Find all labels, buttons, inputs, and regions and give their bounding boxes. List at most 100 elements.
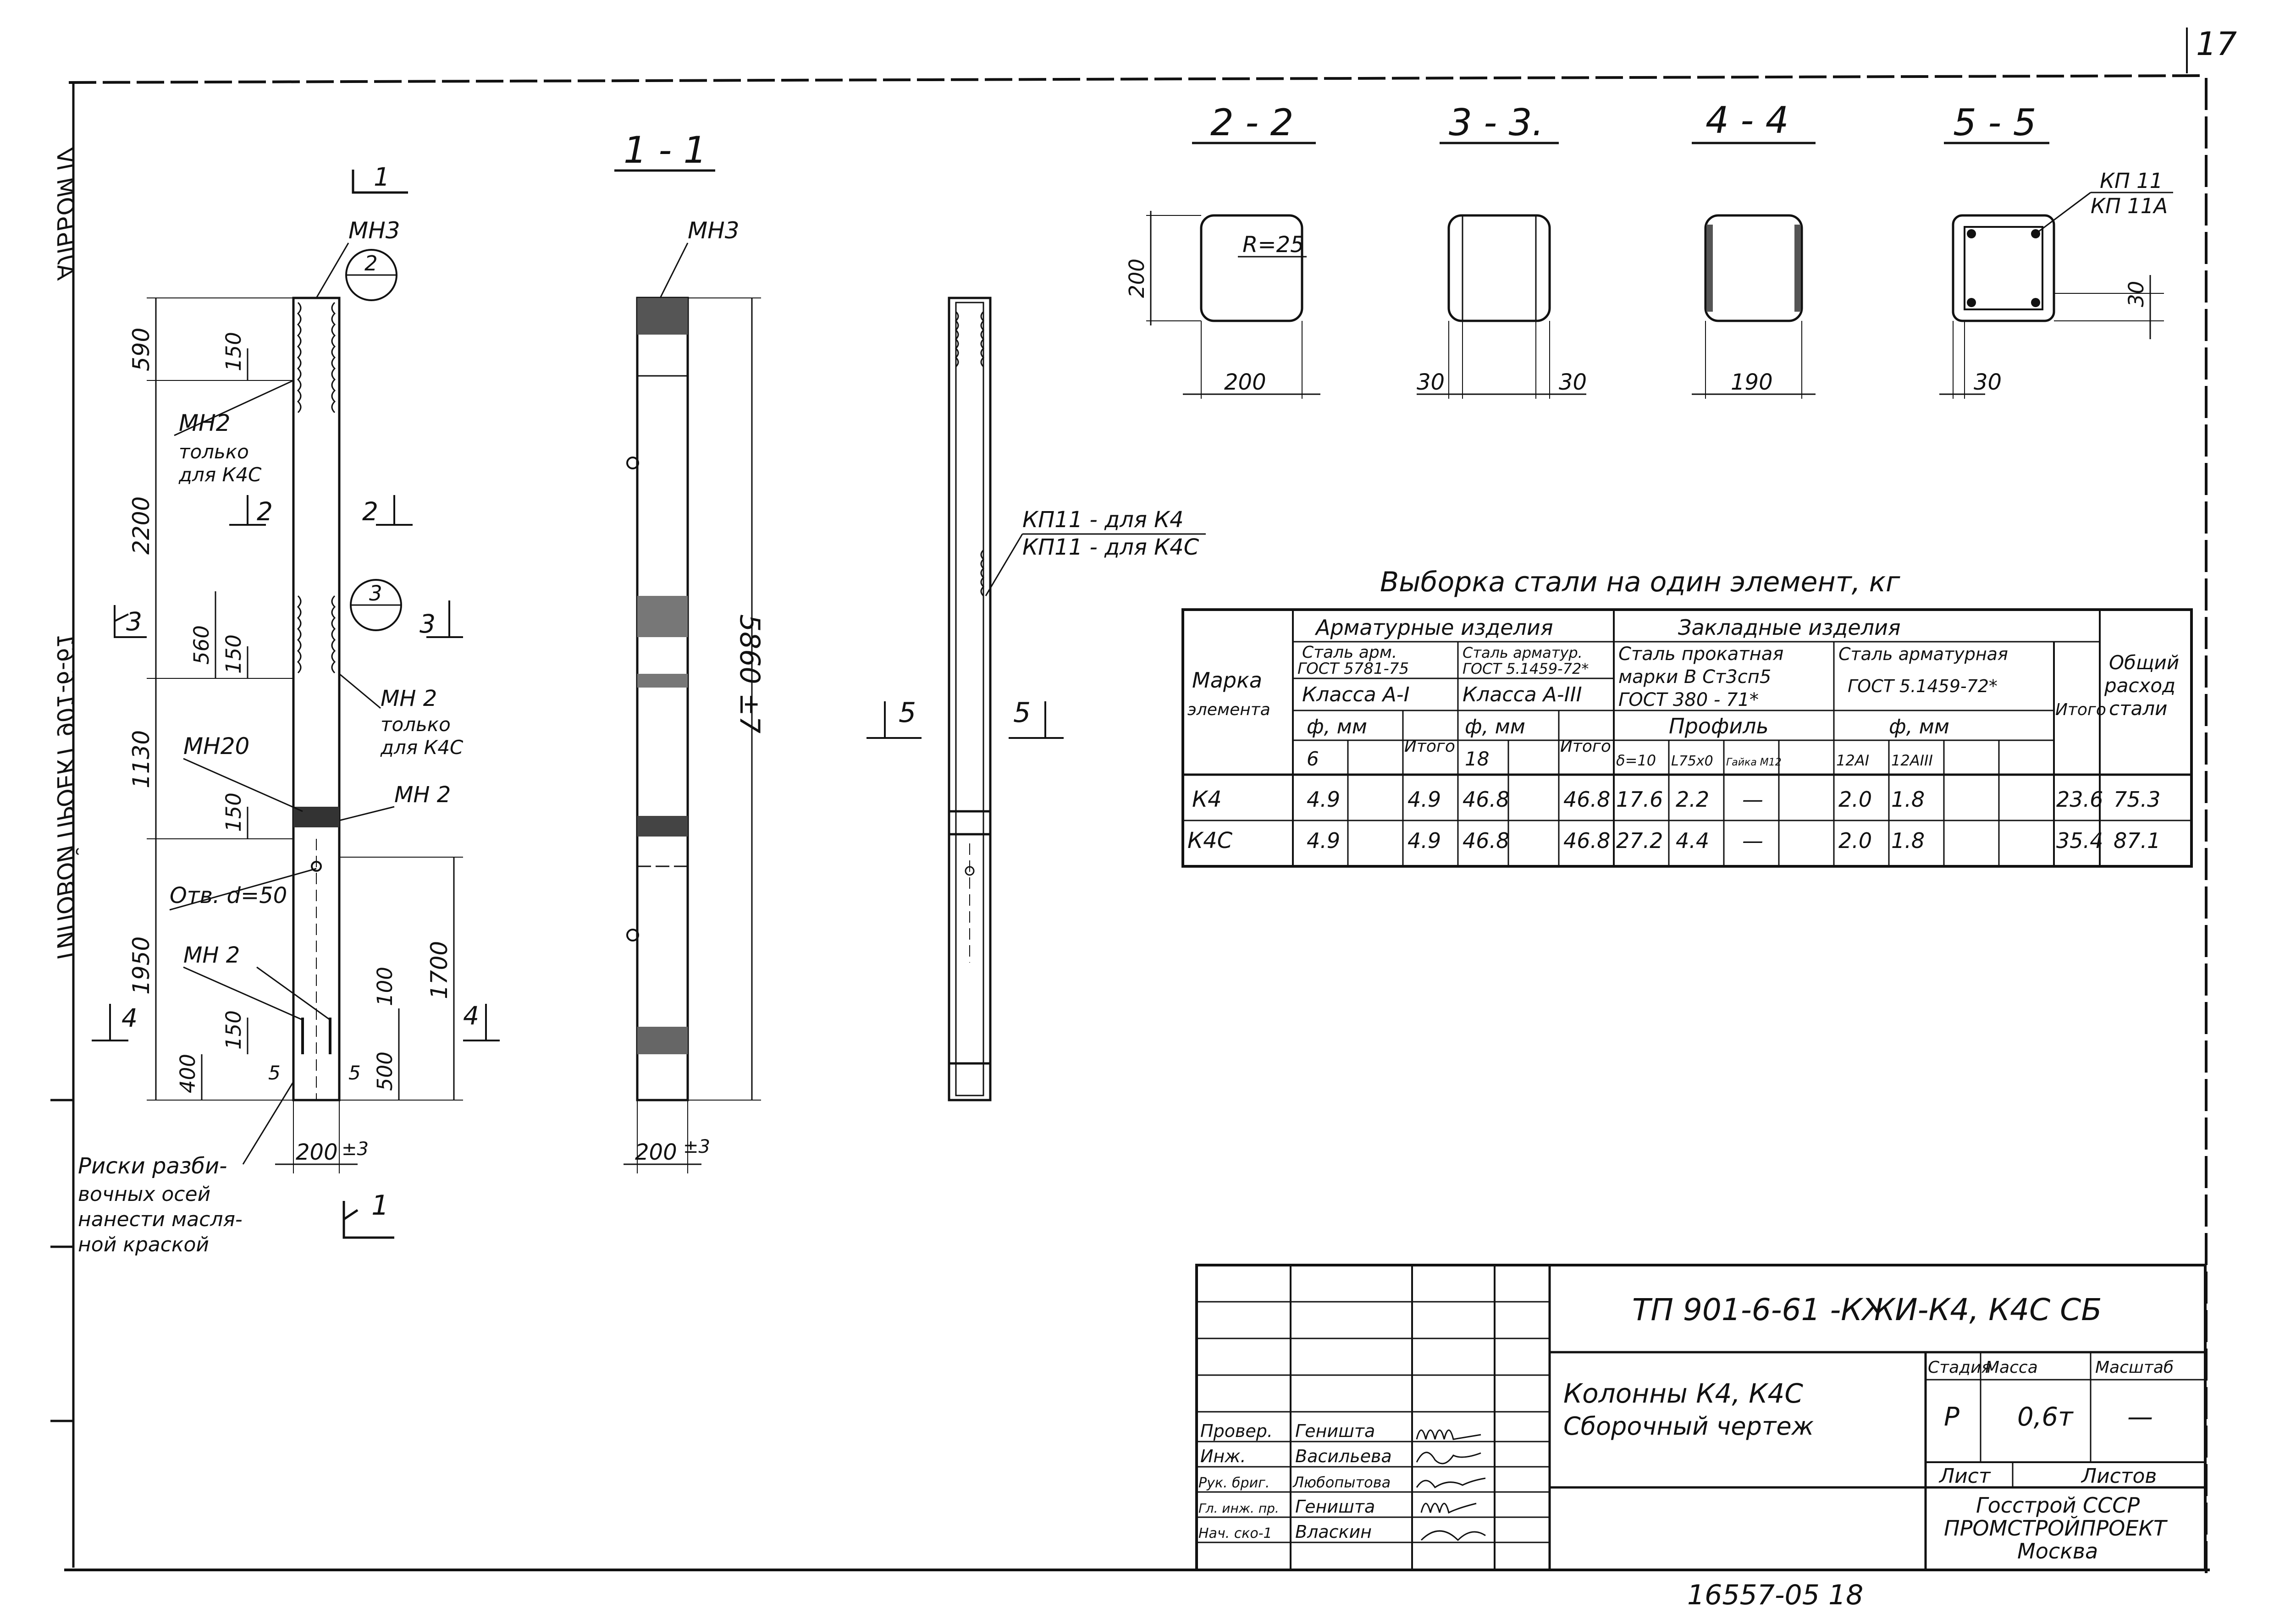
column-rebar-view: КП11 - для К4 КП11 - для К4С 5 5 [867,297,1206,1101]
dim-150-c: 150 [221,793,246,832]
cell: — [1742,828,1763,853]
label-kp11a: КП 11А [2091,194,2168,218]
table-row: К4 4.9 4.9 46.8 46.8 17.6 2.2 — 2.0 1.8 … [1192,787,2160,812]
note-line-1: Риски разби- [78,1153,227,1179]
cell: 2.2 [1676,787,1709,812]
label-mn3-main: МН3 [348,217,400,244]
dim-30-v: 30 [2124,281,2148,307]
th-sub-12ai: 12AI [1836,752,1869,769]
cut-marker-4-left: 4 [92,1003,138,1041]
th-phi-3: ф, мм [1889,715,1949,738]
svg-text:3: 3 [419,609,436,639]
dim-section-width: 200 [635,1140,677,1165]
cell: 4.9 [1307,828,1340,853]
th-steel3-a: Сталь прокатная [1618,644,1783,665]
th-mark-2: элемента [1187,700,1270,719]
th-steel2-a: Сталь арматур. [1463,644,1583,661]
th-itogo-1: Итого [1404,737,1455,756]
margin-project: ТИПОВОЙ ПРОЕКТ 901-6-61 [52,633,79,963]
page-number: 17 [2196,25,2237,63]
dim-2200: 2200 [128,496,155,555]
cell: 4.9 [1407,828,1441,853]
dim-200-w: 200 [1224,369,1266,395]
cell: 4.9 [1407,787,1441,812]
footer-number: 16557-05 18 [1687,1579,1863,1611]
label-mn2-low: МН 2 [394,782,451,808]
cut-marker-5-left: 5 [867,697,922,739]
cell: 46.8 [1563,828,1610,853]
svg-text:2: 2 [364,251,378,275]
row-k4c-mark: К4С [1187,828,1233,853]
mass-header: Масса [1985,1358,2038,1377]
doc-code: ТП 901-6-61 -КЖИ-К4, К4С СБ [1632,1292,2102,1327]
label-mn2-bottom: МН 2 [183,942,240,968]
dim-30-h: 30 [1974,369,2002,395]
th-steel1-a: Сталь арм. [1302,643,1397,662]
steel-table-title: Выборка стали на один элемент, кг [1380,566,1900,598]
section-2-2: 2 - 2 R=25 200 200 [1125,101,1320,399]
scale-value: — [2127,1402,2153,1432]
doc-name-1: Колонны К4, К4С [1563,1378,1803,1409]
cut-marker-1-top: 1 [352,162,408,194]
cell: 75.3 [2114,787,2160,812]
sheet-header: Лист [1938,1464,1991,1488]
th-steel3-b: марки В Ст3сп5 [1618,666,1771,688]
name-engineer: Васильева [1295,1446,1392,1466]
cell: 35.4 [2056,828,2103,853]
column-main-view: 590 2200 1130 1950 150 560 150 150 150 4… [78,162,500,1256]
cut-marker-5-right: 5 [1009,697,1064,739]
th-phi-1: ф, мм [1307,715,1367,738]
section-2-2-title: 2 - 2 [1210,101,1294,144]
th-mark-1: Марка [1192,668,1262,693]
cell: 46.8 [1563,787,1610,812]
node-marker-3: 3 [350,579,402,631]
svg-text:1: 1 [371,1189,389,1222]
th-sub-d10: δ=10 [1616,752,1656,769]
th-zak: Закладные изделия [1678,615,1901,640]
dim-200-h: 200 [1125,259,1149,298]
th-steel1-b: ГОСТ 5781-75 [1297,660,1409,678]
cut-marker-2-left: 2 [229,495,273,526]
th-arm: Арматурные изделия [1314,615,1553,640]
dim-length-5860: 5860 ±7 [734,614,766,733]
dim-590: 590 [128,328,155,371]
dim-width-tol: ±3 [342,1139,369,1160]
dim-section-tol: ±3 [683,1136,710,1157]
dim-150-d: 150 [221,1010,246,1050]
th-itogo-2: Итого [1560,737,1611,756]
org-1: Госстрой СССР [1976,1493,2140,1518]
sheets-header: Листов [2081,1464,2157,1488]
dim-width-200: 200 [296,1140,338,1165]
section-1-1-title: 1 - 1 [624,129,707,171]
section-1-1: 1 - 1 МН3 5860 ±7 200 ±3 [614,129,766,1173]
cut-marker-4-right: 4 [463,1001,500,1041]
th-total-2: расход [2104,674,2175,697]
svg-text:2: 2 [257,497,273,526]
section-4-4: 4 - 4 190 [1692,99,1816,399]
th-steel4-a: Сталь арматурная [1838,644,2008,664]
cut-marker-3-right: 3 [419,600,463,639]
label-kp11-k4c: КП11 - для К4С [1022,534,1199,560]
th-class2: Класса A-III [1463,683,1582,706]
note-line-2: вочных осей [78,1183,210,1206]
svg-text:4: 4 [121,1003,138,1033]
dim-r25: R=25 [1242,232,1304,258]
cell: 46.8 [1463,828,1509,853]
doc-name-2: Сборочный чертеж [1563,1412,1814,1441]
th-total-1: Общий [2109,651,2179,674]
name-chief-engineer: Геништа [1295,1497,1375,1517]
note-line-3: нанести масля- [78,1208,243,1231]
stage-header: Стадия [1928,1358,1991,1377]
label-mn2-mid-note-2: для К4С [380,736,464,759]
section-3-3: 3 - 3. 30 30 [1417,101,1587,399]
cell: — [1742,787,1763,812]
cell: 23.6 [2056,787,2103,812]
section-5-5-title: 5 - 5 [1953,101,2037,144]
section-3-3-title: 3 - 3. [1449,101,1544,144]
title-block: ТП 901-6-61 -КЖИ-К4, К4С СБ Колонны К4, … [1195,1264,2207,1571]
label-mn2-top-note-1: только [179,440,249,463]
th-total-3: стали [2109,697,2167,720]
note-line-4: ной краской [78,1233,209,1256]
cut-marker-2-right: 2 [362,495,413,526]
